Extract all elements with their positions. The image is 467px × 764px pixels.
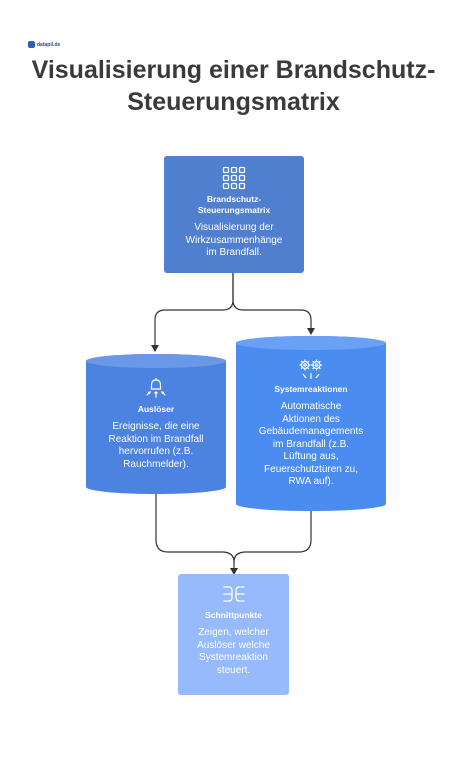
node-description: Visualisierung der Wirkzusammenhänge im …	[186, 222, 283, 260]
grid-matrix-icon	[222, 166, 246, 190]
desc-line: Aktionen des	[282, 413, 340, 425]
desc-line: im Brandfall.	[206, 247, 262, 258]
title-line-2: Steuerungsmatrix	[127, 88, 340, 116]
connector-system-to-intersections	[233, 510, 312, 563]
node-title-line: Steuerungsmatrix	[197, 205, 271, 215]
desc-line: Systemreaktion	[199, 652, 268, 663]
arrowhead-intersections	[230, 568, 238, 575]
desc-line: steuert.	[216, 664, 251, 676]
desc-line: Ereignisse, die eine	[112, 421, 200, 432]
logo-text: datapil.de	[37, 41, 61, 48]
brand-logo: datapil.de	[28, 41, 60, 48]
logo-mark-icon	[28, 41, 35, 48]
desc-line: Visualisierung der	[194, 222, 274, 233]
node-brandschutz-matrix: Brandschutz- Steuerungsmatrix Visualisie…	[164, 156, 304, 273]
desc-line: Feuerschutztüren zu,	[264, 463, 358, 475]
desc-line: Lüftung aus,	[283, 451, 339, 462]
gears-icon	[298, 358, 324, 380]
desc-line: Reaktion im Brandfall	[108, 433, 204, 445]
desc-line: hervorrufen (z.B.	[118, 446, 194, 457]
desc-line: Automatische	[280, 401, 342, 412]
node-ausloeser: Auslöser Ereignisse, die eine Reaktion i…	[86, 354, 226, 494]
cylinder-top	[236, 336, 386, 350]
desc-line: Zeigen, welcher	[198, 627, 269, 638]
title-line-1: Visualisierung einer Brandschutz-	[31, 56, 436, 84]
node-schnittpunkte: Schnittpunkte Zeigen, welcher Auslöser w…	[178, 574, 289, 695]
desc-line: RWA auf).	[288, 476, 334, 487]
desc-line: Wirkzusammenhänge	[185, 234, 283, 246]
node-systemreaktionen: Systemreaktionen Automatische Aktionen d…	[236, 336, 386, 511]
node-description: Ereignisse, die eine Reaktion im Brandfa…	[108, 421, 203, 471]
node-title: Systemreaktionen	[274, 384, 348, 394]
node-description: Zeigen, welcher Auslöser welche Systemre…	[197, 627, 270, 677]
desc-line: Auslöser welche	[197, 639, 270, 651]
node-title: Brandschutz- Steuerungsmatrix	[198, 194, 270, 216]
arrowhead-trigger	[151, 345, 159, 352]
page-title: Visualisierung einer Brandschutz- Steuer…	[0, 54, 467, 118]
connector-trigger-to-intersections	[155, 493, 235, 569]
desc-line: Gebäudemanagements	[258, 426, 364, 437]
node-title: Auslöser	[137, 404, 175, 414]
desc-line: Rauchmelder).	[123, 458, 189, 470]
node-title-line: Brandschutz-	[206, 194, 262, 204]
connector-matrix-to-system	[232, 272, 312, 329]
bell-alarm-icon	[144, 376, 168, 400]
desc-line: im Brandfall (z.B.	[272, 438, 350, 450]
node-title: Schnittpunkte	[205, 610, 262, 620]
intersection-icon	[221, 582, 247, 606]
arrowhead-system	[307, 328, 315, 335]
node-description: Automatische Aktionen des Gebäudemanagem…	[259, 401, 364, 489]
connector-matrix-to-trigger	[154, 272, 234, 346]
cylinder-top	[86, 354, 226, 368]
